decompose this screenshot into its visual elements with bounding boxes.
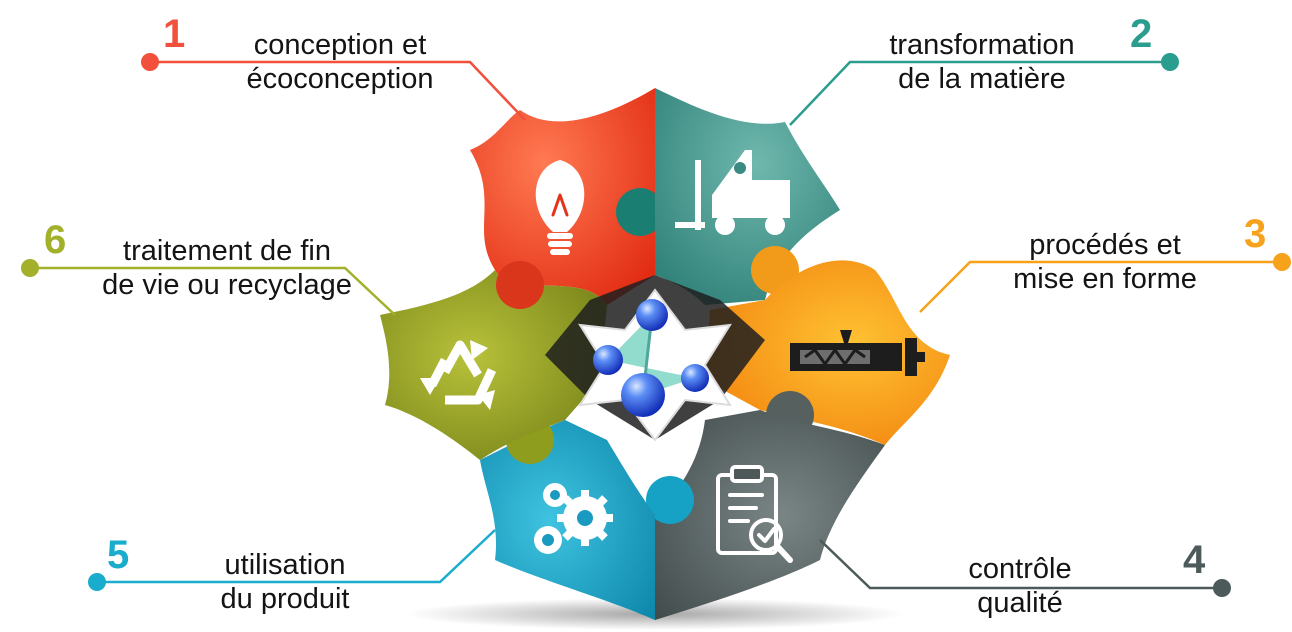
- molecule-icon: [593, 299, 709, 417]
- segment-6-recyclage: [380, 261, 607, 460]
- leader-lines: [30, 60, 1282, 590]
- leader-dot-3: [1273, 253, 1291, 271]
- step-1-line1: conception et: [253, 29, 427, 61]
- leader-line-1: [150, 60, 526, 121]
- leader-line-6: [30, 266, 396, 316]
- step-6-label: traitement de fin de vie ou recyclage: [92, 234, 362, 302]
- step-1-line2: écoconception: [246, 63, 434, 95]
- step-2-line2: de la matière: [898, 63, 1066, 95]
- leader-dot-2: [1161, 53, 1179, 71]
- step-5-line1: utilisation: [224, 549, 346, 581]
- leader-line-2: [789, 60, 1170, 126]
- step-3-label: procédés et mise en forme: [985, 228, 1225, 296]
- segment-4-controle: [646, 410, 885, 620]
- step-6-number: 6: [44, 218, 67, 262]
- step-6-line1: traitement de fin: [123, 235, 331, 267]
- step-2-number: 2: [1130, 12, 1153, 56]
- step-3-line1: procédés et: [1029, 229, 1181, 261]
- step-3-number: 3: [1244, 212, 1267, 256]
- step-2-line1: transformation: [889, 29, 1075, 61]
- step-1-number: 1: [163, 12, 186, 56]
- step-6-line2: de vie ou recyclage: [102, 269, 352, 301]
- leader-line-5: [97, 529, 496, 584]
- step-4-line2: qualité: [977, 587, 1063, 619]
- leader-dots: [21, 53, 1291, 597]
- leader-dot-4: [1213, 579, 1231, 597]
- step-1-label: conception et écoconception: [225, 28, 455, 96]
- step-2-label: transformation de la matière: [862, 28, 1102, 96]
- leader-line-3: [919, 260, 1282, 313]
- leader-dot-1: [141, 53, 159, 71]
- step-5-label: utilisation du produit: [185, 548, 385, 616]
- center-hub: [578, 288, 732, 442]
- clipboard-inspection-icon: [716, 465, 793, 563]
- step-3-line2: mise en forme: [1013, 263, 1197, 295]
- leader-line-4: [819, 539, 1222, 590]
- forklift-icon: [675, 150, 790, 235]
- step-4-line1: contrôle: [968, 553, 1072, 585]
- leader-dot-6: [21, 259, 39, 277]
- step-5-line2: du produit: [220, 583, 350, 615]
- step-5-number: 5: [107, 533, 130, 577]
- recycle-icon: [420, 340, 497, 410]
- step-4-label: contrôle qualité: [915, 552, 1125, 620]
- gears-icon: [534, 483, 613, 554]
- leader-dot-5: [88, 573, 106, 591]
- step-4-number: 4: [1183, 538, 1206, 582]
- injection-molding-icon: [790, 330, 925, 376]
- lightbulb-icon: [535, 160, 585, 255]
